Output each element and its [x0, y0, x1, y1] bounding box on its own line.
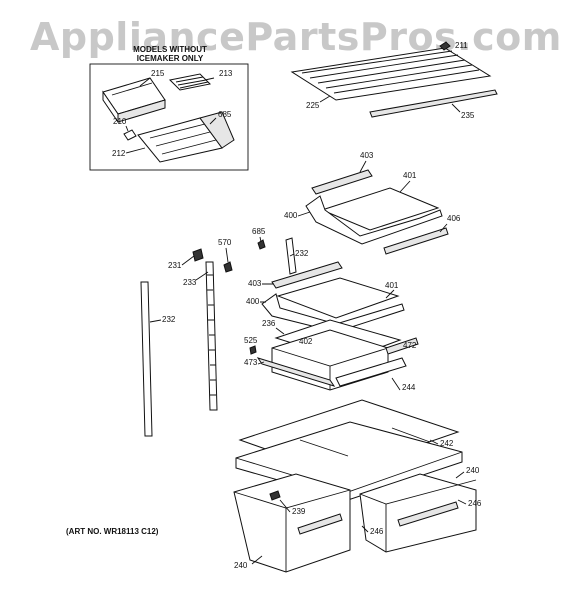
upper-shelf-trim-406	[383, 227, 449, 255]
pan-slide-472	[385, 337, 419, 355]
callout-210: 210	[113, 117, 127, 126]
rack-support-part	[137, 111, 235, 163]
pan-slide-473	[256, 357, 336, 387]
callout-240-right: 240	[466, 466, 480, 475]
bracket-231	[192, 248, 204, 262]
wire-shelf-part	[290, 41, 498, 118]
watermark-text: AppliancePartsPros.com	[30, 15, 562, 59]
callout-213: 213	[219, 69, 233, 78]
screw-570	[223, 261, 233, 273]
callout-406: 406	[447, 214, 461, 223]
callout-235: 235	[461, 111, 475, 120]
callout-246-right: 246	[468, 499, 482, 508]
screw-685	[257, 239, 266, 250]
callout-570: 570	[218, 238, 232, 247]
left-crisper-drawer-240	[233, 473, 351, 573]
callout-236: 236	[262, 319, 276, 328]
callout-232-left: 232	[162, 315, 176, 324]
callout-472: 472	[403, 341, 417, 350]
callout-403-upper: 403	[360, 151, 374, 160]
upper-glass-shelf-401	[320, 187, 440, 231]
callout-215: 215	[151, 69, 165, 78]
callout-473: 473	[244, 358, 258, 367]
callout-525: 525	[244, 336, 258, 345]
callout-239: 239	[292, 507, 306, 516]
left-rail-232	[140, 281, 153, 437]
callout-685-inset: 685	[218, 110, 232, 119]
callout-400-upper: 400	[284, 211, 298, 220]
callout-403-middle: 403	[248, 279, 262, 288]
callout-231: 231	[168, 261, 182, 270]
right-drawer-handle	[397, 501, 459, 527]
screw-525	[249, 345, 257, 355]
callout-401-middle: 401	[385, 281, 399, 290]
shelf-trim-part	[369, 89, 498, 118]
left-drawer-handle	[297, 513, 343, 535]
upper-shelf-frame-400	[305, 195, 443, 245]
callout-246-left: 246	[370, 527, 384, 536]
callout-211: 211	[455, 41, 468, 50]
inset-border	[89, 63, 249, 171]
callout-212: 212	[112, 149, 126, 158]
pan-cover-244	[335, 357, 407, 387]
callout-685: 685	[252, 227, 266, 236]
callout-244: 244	[402, 383, 416, 392]
callout-240-left: 240	[234, 561, 248, 570]
callout-232-upper: 232	[295, 249, 309, 258]
middle-shelf-rail-403	[271, 261, 343, 289]
middle-glass-shelf-401	[276, 277, 400, 319]
center-rail-233	[205, 261, 218, 411]
middle-shelf-assembly	[249, 261, 419, 391]
art-number-label: (ART NO. WR18113 C12)	[66, 527, 159, 536]
callout-400-middle: 400	[246, 297, 260, 306]
callout-225: 225	[306, 101, 320, 110]
right-crisper-drawer-240	[359, 473, 477, 553]
drawer-part-239	[269, 490, 281, 501]
upper-shelf-rail-403	[311, 169, 373, 195]
callout-233: 233	[183, 278, 197, 287]
shelf-clip-part	[439, 41, 451, 51]
inset-title-line1: MODELS WITHOUT	[133, 45, 207, 54]
ice-bin-part	[102, 77, 166, 124]
small-clip-part	[123, 129, 137, 141]
ice-tray-part	[168, 73, 212, 91]
callout-242: 242	[440, 439, 454, 448]
callout-402: 402	[299, 337, 313, 346]
inset-title-line2: ICEMAKER ONLY	[137, 54, 204, 63]
icemaker-inset-box: MODELS WITHOUT ICEMAKER ONLY 215 213 685…	[89, 45, 249, 171]
callout-401-upper: 401	[403, 171, 417, 180]
upper-shelf-assembly	[305, 169, 449, 255]
